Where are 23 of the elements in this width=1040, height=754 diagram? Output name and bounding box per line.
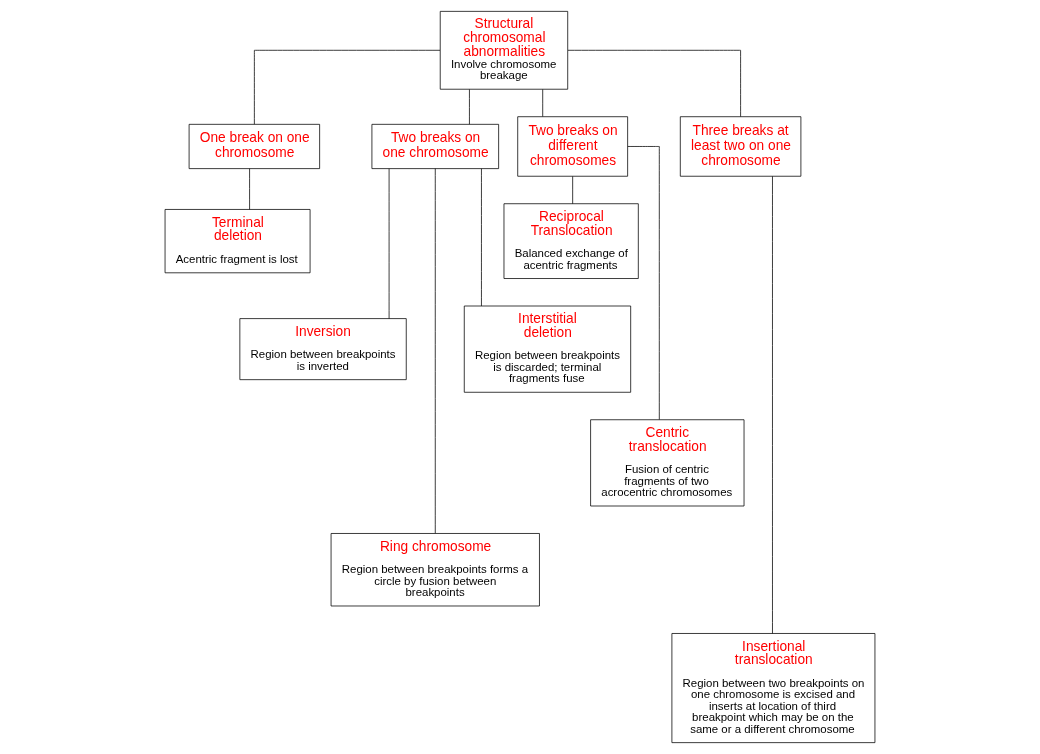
node-box: Insertional translocation Region between two breakpoints on one chromosome is excised and inserts at location of third breakpoint which may be on the same or a different chromosome — [671, 633, 876, 743]
connector — [572, 176, 574, 205]
node-box: Two breaks on different chromosomes — [517, 116, 628, 177]
node-box: Reciprocal Translocation Balanced exchange of acentric fragments — [503, 203, 639, 279]
node-box: Two breaks on one chromosome — [371, 123, 499, 169]
node-box: Ring chromosome Region between breakpoints forms a circle by fusion between breakpoints — [330, 533, 540, 607]
connector — [254, 49, 441, 125]
connector — [627, 146, 660, 420]
connector — [567, 49, 741, 117]
connector — [469, 89, 470, 125]
node-box: Centric translocation Fusion of centric fragments of two acrocentric chromosomes — [590, 419, 745, 507]
connector — [434, 168, 436, 534]
node-box: Interstitial deletion Region between breakpoints is discarded; terminal fragments fuse — [463, 305, 632, 393]
node-box: Structural chromosomal abnormalities Involve chromosome breakage — [439, 11, 569, 90]
connector — [249, 168, 250, 210]
node-box: Inversion Region between breakpoints is inverted — [239, 318, 407, 381]
connector — [772, 176, 773, 634]
node-box: Three breaks at least two on one chromosome — [679, 116, 802, 177]
connector — [481, 168, 482, 307]
node-box: Terminal deletion Acentric fragment is lost — [164, 209, 311, 274]
connector — [388, 168, 390, 319]
connector — [542, 89, 544, 117]
node-box: One break on one chromosome — [188, 123, 320, 169]
